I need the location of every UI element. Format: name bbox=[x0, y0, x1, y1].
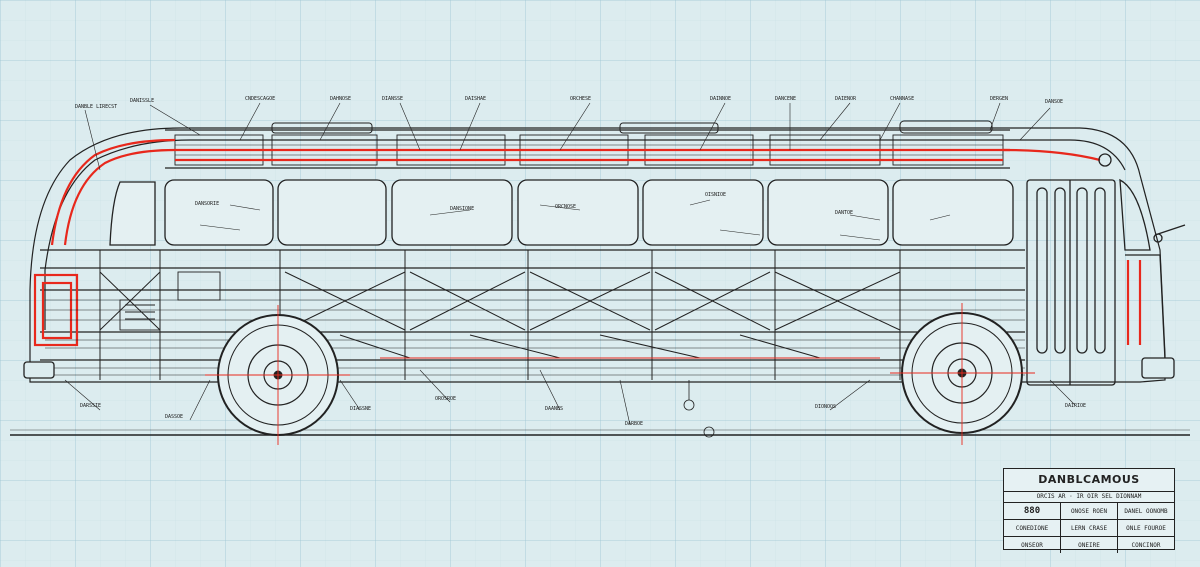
dimension-markers bbox=[683, 380, 715, 438]
side-windows bbox=[109, 179, 1014, 246]
title-block-cell: ONSEOR bbox=[1004, 537, 1061, 553]
bumpers bbox=[23, 357, 1175, 379]
callout-label: DAHNOSE bbox=[330, 96, 351, 102]
skirt-slats bbox=[45, 299, 1025, 376]
title-block-cell: CONEDIONE bbox=[1004, 520, 1061, 536]
red-centerlines bbox=[205, 303, 1035, 445]
callout-label: DAANBS bbox=[545, 406, 563, 412]
callout-label: DARBOE bbox=[625, 421, 643, 427]
front-cab bbox=[1098, 153, 1186, 361]
callout-label: CHANNASE bbox=[890, 96, 914, 102]
title-block-row: ONSEOR ONEIRE CONCINOR bbox=[1004, 537, 1174, 553]
callout-label: CNDESCAGOE bbox=[245, 96, 275, 102]
engine-compartment bbox=[119, 271, 221, 331]
roof-hatches bbox=[271, 120, 993, 134]
callout-labels: DANBLE LIRECST DANISSLE CNDESCAGOE DAHNOSE D… bbox=[75, 96, 1086, 427]
callout-label: DANSORIE bbox=[195, 201, 219, 207]
drawing-subtitle: ORCIS AR · IR OIR SEL DIONNAM bbox=[1004, 492, 1174, 503]
title-block: DANBLCAMOUS ORCIS AR · IR OIR SEL DIONNA… bbox=[1003, 468, 1175, 553]
drawing-code: 880 bbox=[1004, 503, 1061, 519]
bus-body bbox=[29, 127, 1166, 383]
callout-label: DANSOE bbox=[1045, 99, 1063, 105]
callout-label: DIONOOS bbox=[815, 404, 836, 410]
title-block-cell: CONCINOR bbox=[1131, 541, 1161, 549]
callout-label: DANISSLE bbox=[130, 98, 154, 104]
title-block-cell: DANEL OONOMB bbox=[1124, 507, 1168, 515]
callout-label: DANCENE bbox=[775, 96, 796, 102]
front-door bbox=[1026, 179, 1116, 386]
callout-label: DASSOE bbox=[165, 414, 183, 420]
callout-label: DERGEN bbox=[990, 96, 1008, 102]
callout-label: DARSSIE bbox=[80, 403, 101, 409]
callout-label: DAIENOR bbox=[835, 96, 857, 102]
callout-label: DANSIONE bbox=[450, 206, 474, 212]
callout-label: DAIRIOE bbox=[1065, 403, 1086, 409]
title-block-cell: ONLE FOUROE bbox=[1126, 524, 1166, 532]
callout-label: OISNIOE bbox=[705, 192, 726, 198]
leader-lines bbox=[64, 102, 1076, 426]
drawing-title: DANBLCAMOUS bbox=[1004, 469, 1174, 492]
title-block-cell: ONOSE ROEN bbox=[1061, 503, 1118, 519]
callout-label: ORCHESE bbox=[570, 96, 591, 102]
title-block-cell: ONEIRE bbox=[1061, 537, 1118, 553]
title-block-row: CONEDIONE LERN CRASE ONLE FOUROE bbox=[1004, 520, 1174, 537]
callout-label: ORCNOSE bbox=[555, 204, 576, 210]
callout-label: DAINNOE bbox=[710, 96, 731, 102]
title-block-row: 880 ONOSE ROEN DANEL OONOMB bbox=[1004, 503, 1174, 520]
title-block-cell: LERN CRASE bbox=[1061, 520, 1118, 536]
callout-label: DANTOE bbox=[835, 210, 853, 216]
callout-label: DIASSNE bbox=[350, 406, 371, 412]
callout-label: DIANSSE bbox=[382, 96, 403, 102]
rear-wheel bbox=[217, 314, 339, 436]
callout-label: OROSROE bbox=[435, 396, 456, 402]
callout-label: DAISHAE bbox=[465, 96, 486, 102]
callout-label: DANBLE LIRECST bbox=[75, 104, 117, 110]
